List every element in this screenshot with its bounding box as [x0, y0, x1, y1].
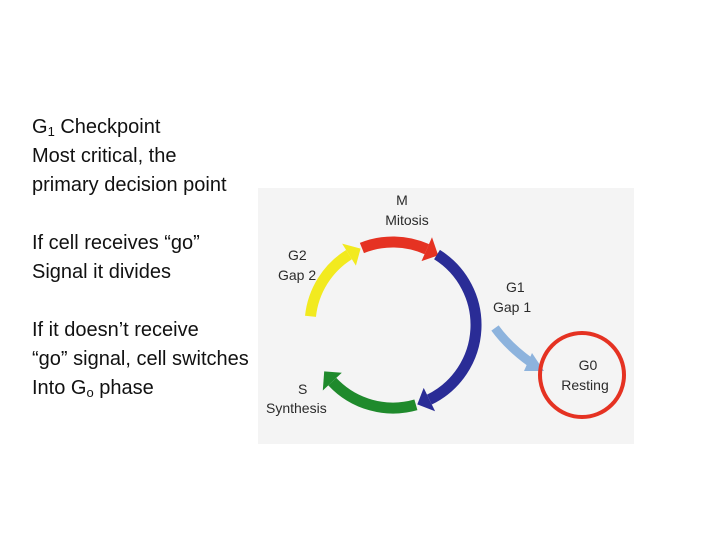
- no-go-line: Into Go phase: [32, 377, 154, 400]
- g1-checkpoint-paragraph: G1 Checkpoint Most critical, the primary…: [32, 113, 282, 200]
- g2-phase-arc: [305, 249, 353, 318]
- mitosis-name-label: Mitosis: [385, 212, 429, 228]
- mitosis-phase-arc: [359, 236, 430, 255]
- synthesis-name-label: Synthesis: [266, 400, 327, 416]
- g1-code-label: G1: [506, 279, 525, 295]
- g1-phase-arc: [426, 249, 482, 405]
- mitosis-code-label: M: [396, 192, 408, 208]
- g1-name-label: Gap 1: [493, 299, 531, 315]
- g2-name-label: Gap 2: [278, 267, 316, 283]
- go-signal-line: If cell receives “go”: [32, 232, 200, 254]
- cell-cycle-diagram: M Mitosis G2 Gap 2 G1 Gap 1 S Synthesis …: [258, 188, 634, 444]
- g0-branch-arrow: [491, 325, 533, 366]
- g1-checkpoint-heading: G1 Checkpoint: [32, 116, 161, 139]
- synthesis-code-label: S: [298, 381, 307, 397]
- go-signal-paragraph: If cell receives “go” Signal it divides: [32, 229, 282, 287]
- g2-code-label: G2: [288, 247, 307, 263]
- slide-text: G1 Checkpoint Most critical, the primary…: [32, 113, 282, 403]
- g2-arrowhead: [342, 243, 361, 266]
- synthesis-arrowhead: [322, 371, 342, 391]
- no-go-line: “go” signal, cell switches: [32, 348, 249, 370]
- cell-cycle-svg: M Mitosis G2 Gap 2 G1 Gap 1 S Synthesis …: [266, 192, 626, 419]
- synthesis-phase-arc: [328, 377, 418, 414]
- no-go-line: If it doesn’t receive: [32, 319, 199, 341]
- go-signal-line: Signal it divides: [32, 261, 171, 283]
- g1-description-line: primary decision point: [32, 174, 227, 196]
- mitosis-arrowhead: [421, 237, 439, 262]
- no-go-paragraph: If it doesn’t receive “go” signal, cell …: [32, 316, 282, 403]
- g1-arrowhead: [417, 387, 436, 412]
- g0-resting-circle: [538, 331, 626, 419]
- g1-description-line: Most critical, the: [32, 145, 177, 167]
- g0-code-label: G0: [579, 357, 598, 373]
- g0-name-label: Resting: [561, 377, 608, 393]
